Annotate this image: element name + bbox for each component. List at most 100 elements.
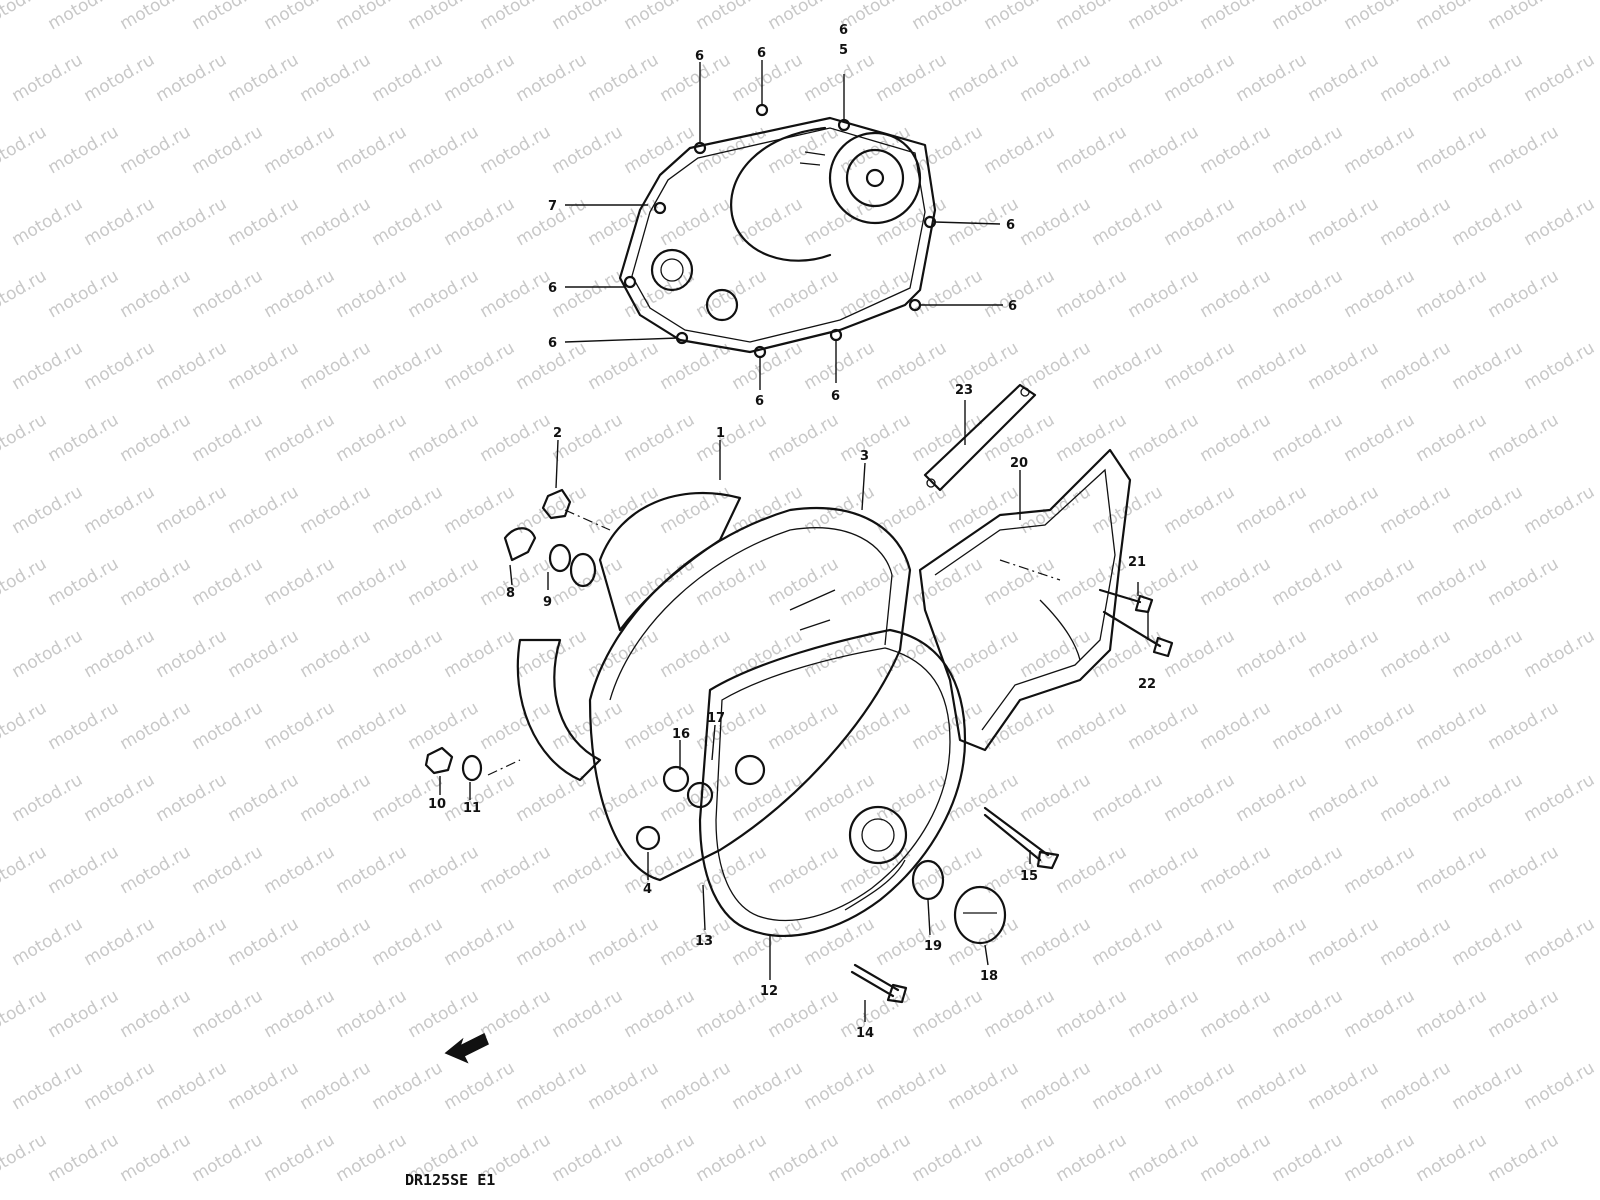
watermark-text: motod.ru <box>549 266 627 322</box>
watermark-text: motod.ru <box>693 986 771 1042</box>
watermark-text: motod.ru <box>1269 842 1347 898</box>
watermark-text: motod.ru <box>189 554 267 610</box>
watermark-text: motod.ru <box>1161 482 1239 538</box>
watermark-text: motod.ru <box>1377 626 1455 682</box>
watermark-text: motod.ru <box>513 626 591 682</box>
watermark-text: motod.ru <box>333 986 411 1042</box>
callout-8: 8 <box>506 586 515 601</box>
callout-14: 14 <box>856 1026 874 1041</box>
watermark-text: motod.ru <box>405 554 483 610</box>
watermark-text: motod.ru <box>873 338 951 394</box>
watermark-text: motod.ru <box>981 0 1059 34</box>
watermark-text: motod.ru <box>369 482 447 538</box>
watermark-text: motod.ru <box>405 266 483 322</box>
watermark-text: motod.ru <box>1377 338 1455 394</box>
watermark-text: motod.ru <box>0 266 50 322</box>
watermark-text: motod.ru <box>1521 50 1599 106</box>
watermark-text: motod.ru <box>153 482 231 538</box>
watermark-text: motod.ru <box>1161 194 1239 250</box>
watermark-text: motod.ru <box>1413 698 1491 754</box>
watermark-text: motod.ru <box>81 50 159 106</box>
watermark-text: motod.ru <box>153 194 231 250</box>
watermark-text: motod.ru <box>765 266 843 322</box>
watermark-text: motod.ru <box>297 338 375 394</box>
watermark-text: motod.ru <box>225 770 303 826</box>
watermark-text: motod.ru <box>873 626 951 682</box>
watermark-text: motod.ru <box>621 986 699 1042</box>
watermark-text: motod.ru <box>585 338 663 394</box>
watermark-text: motod.ru <box>1413 1130 1491 1186</box>
watermark-text: motod.ru <box>1089 338 1167 394</box>
watermark-text: motod.ru <box>225 626 303 682</box>
watermark-text: motod.ru <box>981 122 1059 178</box>
watermark-text: motod.ru <box>909 410 987 466</box>
watermark-text: motod.ru <box>45 1130 123 1186</box>
watermark-text: motod.ru <box>1233 194 1311 250</box>
watermark-text: motod.ru <box>333 698 411 754</box>
watermark-text: motod.ru <box>297 50 375 106</box>
watermark-text: motod.ru <box>261 554 339 610</box>
watermark-text: motod.ru <box>1341 0 1419 34</box>
watermark-text: motod.ru <box>189 0 267 34</box>
watermark-text: motod.ru <box>1485 1130 1563 1186</box>
watermark-text: motod.ru <box>225 1058 303 1114</box>
watermark-text: motod.ru <box>333 554 411 610</box>
watermark-text: motod.ru <box>837 698 915 754</box>
watermark-text: motod.ru <box>765 0 843 34</box>
watermark-text: motod.ru <box>1161 914 1239 970</box>
watermark-text: motod.ru <box>1377 1058 1455 1114</box>
watermark-text: motod.ru <box>81 338 159 394</box>
watermark-text: motod.ru <box>1413 842 1491 898</box>
watermark-text: motod.ru <box>45 698 123 754</box>
watermark-text: motod.ru <box>225 50 303 106</box>
watermark-text: motod.ru <box>1053 842 1131 898</box>
watermark-text: motod.ru <box>873 1058 951 1114</box>
watermark-text: motod.ru <box>1377 770 1455 826</box>
watermark-text: motod.ru <box>297 770 375 826</box>
watermark-text: motod.ru <box>0 986 50 1042</box>
watermark-text: motod.ru <box>189 410 267 466</box>
watermark-text: motod.ru <box>117 266 195 322</box>
watermark-text: motod.ru <box>1449 626 1527 682</box>
watermark-text: motod.ru <box>477 698 555 754</box>
watermark-text: motod.ru <box>0 842 50 898</box>
watermark-text: motod.ru <box>873 50 951 106</box>
watermark-text: motod.ru <box>621 1130 699 1186</box>
watermark-text: motod.ru <box>1089 914 1167 970</box>
watermark-text: motod.ru <box>117 842 195 898</box>
watermark-text: motod.ru <box>1197 122 1275 178</box>
watermark-text: motod.ru <box>1449 770 1527 826</box>
watermark-text: motod.ru <box>1269 122 1347 178</box>
watermark-text: motod.ru <box>1413 554 1491 610</box>
watermark-text: motod.ru <box>1341 1130 1419 1186</box>
callout-23: 23 <box>955 383 973 398</box>
callout-15: 15 <box>1020 869 1038 884</box>
watermark-text: motod.ru <box>1413 122 1491 178</box>
watermark-text: motod.ru <box>1125 986 1203 1042</box>
watermark-text: motod.ru <box>657 194 735 250</box>
callout-20: 20 <box>1010 456 1028 471</box>
watermark-text: motod.ru <box>261 410 339 466</box>
watermark-text: motod.ru <box>1449 482 1527 538</box>
watermark-text: motod.ru <box>1125 122 1203 178</box>
watermark-text: motod.ru <box>1485 410 1563 466</box>
watermark-text: motod.ru <box>45 0 123 34</box>
watermark-text: motod.ru <box>9 770 87 826</box>
callout-19: 19 <box>924 939 942 954</box>
watermark-text: motod.ru <box>1305 338 1383 394</box>
watermark-text: motod.ru <box>45 410 123 466</box>
watermark-text: motod.ru <box>1017 914 1095 970</box>
callout-18: 18 <box>980 969 998 984</box>
watermark-text: motod.ru <box>477 0 555 34</box>
watermark-text: motod.ru <box>1197 698 1275 754</box>
watermark-text: motod.ru <box>729 50 807 106</box>
watermark-text: motod.ru <box>1449 338 1527 394</box>
watermark-text: motod.ru <box>1305 914 1383 970</box>
watermark-text: motod.ru <box>297 1058 375 1114</box>
watermark-text: motod.ru <box>909 1130 987 1186</box>
watermark-text: motod.ru <box>837 986 915 1042</box>
callout-11: 11 <box>463 801 481 816</box>
callout-13: 13 <box>695 934 713 949</box>
watermark-text: motod.ru <box>297 914 375 970</box>
